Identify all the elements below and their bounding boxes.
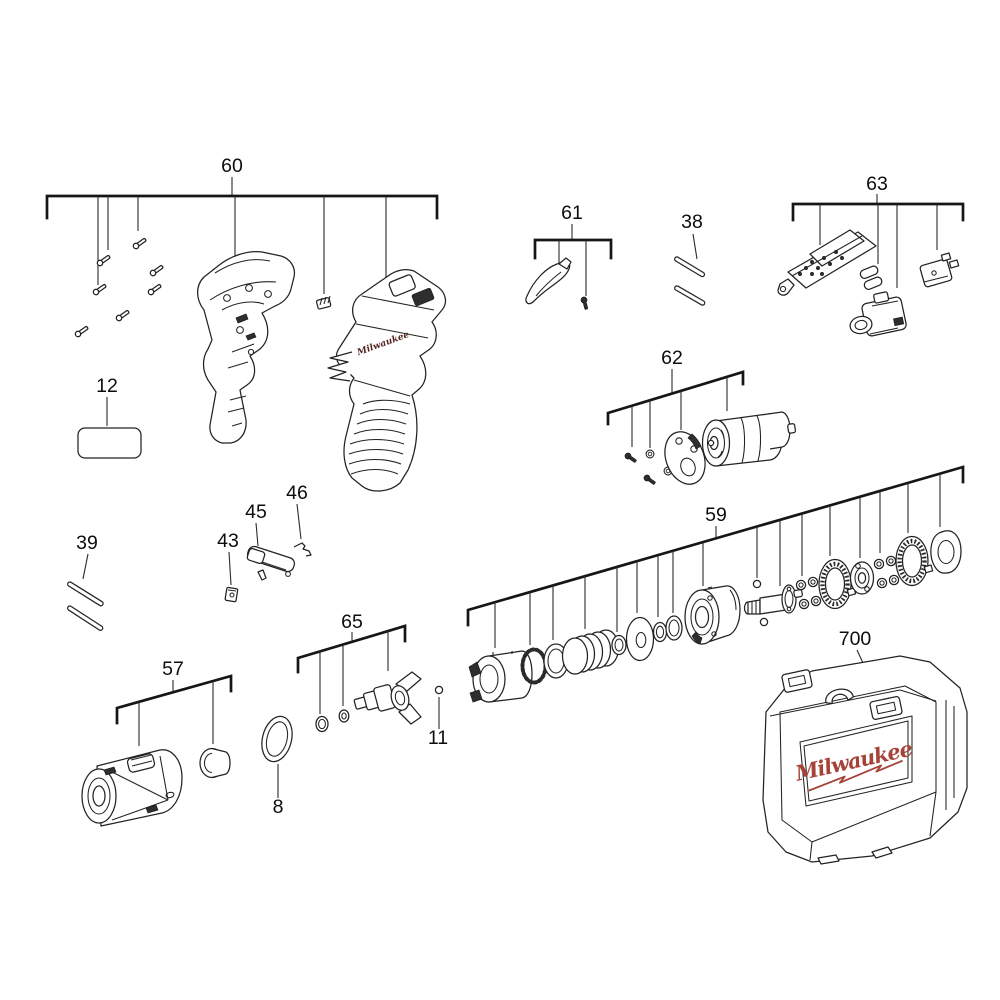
part-anvil: [353, 671, 422, 725]
part-label-8: 8: [273, 796, 284, 818]
part-o-ring: [261, 715, 293, 763]
part-circuit-board: [777, 229, 877, 296]
group-63-electronics: 63: [777, 173, 965, 337]
part-label-46: 46: [286, 482, 308, 504]
group-59-impact-mechanism: 59: [466, 465, 965, 703]
callout-bracket-62: [606, 370, 745, 426]
lightning-bolt-icon: [808, 759, 903, 792]
part-spring: [561, 629, 620, 675]
part-ball: [759, 617, 769, 627]
part-nameplate: [77, 427, 142, 459]
part-detent-plate: [224, 586, 239, 603]
part-label-62: 62: [661, 347, 683, 369]
group-43-detent-plate: 43: [217, 530, 239, 603]
group-39-pins: 39: [66, 532, 105, 632]
group-46-spring-clip: 46: [286, 482, 312, 557]
part-label-45: 45: [245, 501, 267, 523]
part-retaining-ring: [315, 715, 329, 733]
part-pin: [66, 604, 105, 632]
part-pin: [673, 255, 706, 279]
part-hammer-case: [468, 650, 533, 703]
part-motor-mount-plate: [664, 431, 706, 485]
part-nuts: [873, 555, 900, 589]
part-housing-left-half: [197, 250, 296, 444]
part-label-59: 59: [705, 504, 727, 526]
part-bearing-ring: [665, 615, 683, 641]
group-45-shuttle: 45: [245, 501, 296, 581]
group-61-trigger: 61: [525, 202, 613, 311]
part-ball: [434, 685, 444, 695]
part-capacitors: [859, 265, 883, 290]
callout-bracket-65: [296, 624, 407, 674]
part-clip: [315, 295, 332, 310]
part-forward-reverse-shuttle: [246, 545, 296, 581]
part-gear-carrier-plate: [849, 561, 875, 595]
part-pin: [673, 284, 707, 307]
part-thrust-washer: [625, 616, 655, 662]
group-62-motor-assembly: 62: [606, 347, 797, 487]
group-11-ball: 11: [428, 685, 448, 749]
part-connector-block: [919, 252, 960, 288]
part-label-61: 61: [561, 202, 583, 224]
part-label-11: 11: [428, 727, 448, 749]
part-nose-cone: [81, 749, 183, 827]
part-label-60: 60: [221, 155, 243, 177]
group-8-o-ring: 8: [261, 715, 293, 818]
case-handle: [825, 688, 854, 705]
part-housing-right-half: Milwaukee: [327, 269, 447, 492]
part-label-700: 700: [839, 628, 872, 650]
part-pin: [66, 580, 105, 608]
part-washer: [645, 449, 655, 459]
callout-bracket-59: [466, 465, 965, 627]
part-washer-small: [338, 709, 350, 723]
part-bushing-ring: [199, 747, 231, 779]
part-screws: [73, 236, 165, 339]
part-trigger-screw: [579, 295, 590, 311]
part-small-ring: [652, 621, 668, 643]
callout-bracket-60: [45, 194, 439, 220]
part-switch-assembly: [849, 291, 907, 337]
part-ring-gear: [895, 535, 934, 587]
part-gear-case-hub: [684, 585, 741, 645]
part-label-63: 63: [866, 173, 888, 195]
part-motor-screw: [642, 473, 657, 487]
group-57-nose-housing: 57: [81, 658, 233, 827]
part-motor-screw: [623, 451, 638, 465]
group-38-pins: 38: [673, 211, 707, 307]
callout-bracket-57: [115, 674, 233, 725]
group-60-housing-set: 60: [45, 155, 447, 492]
part-label-43: 43: [217, 530, 239, 552]
group-12-nameplate: 12: [77, 375, 142, 459]
part-carrying-case: Milwaukee: [762, 655, 968, 865]
part-spindle-shaft: [743, 584, 803, 615]
callout-bracket-61: [533, 238, 613, 260]
group-700-carrying-case: 700 Milwaukee: [762, 628, 968, 865]
part-label-39: 39: [76, 532, 98, 554]
part-label-38: 38: [681, 211, 703, 233]
part-small-ring: [611, 634, 627, 656]
part-trigger: [525, 257, 572, 305]
part-ball: [752, 579, 762, 589]
part-spring-clip: [293, 542, 312, 557]
part-label-12: 12: [96, 375, 118, 397]
part-ring-gear: [818, 558, 857, 610]
group-65-anvil-assembly: 65: [296, 611, 422, 733]
part-end-washer: [930, 530, 962, 574]
part-motor: [701, 411, 797, 467]
part-label-65: 65: [341, 611, 363, 633]
part-label-57: 57: [162, 658, 184, 680]
